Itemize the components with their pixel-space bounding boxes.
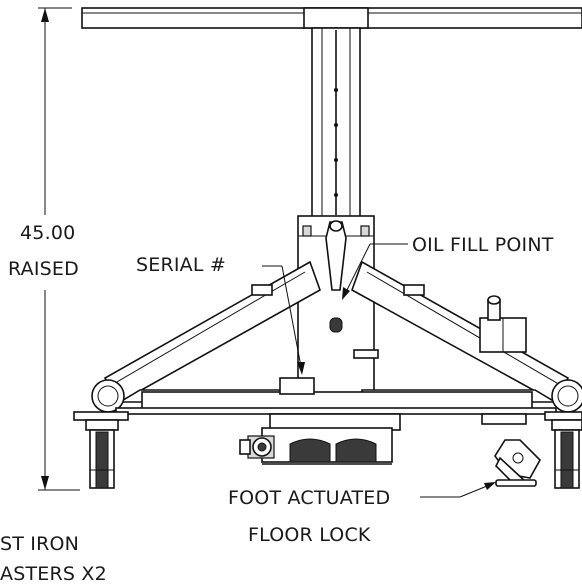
mast-column [311, 27, 361, 219]
lower-housing [297, 215, 379, 397]
rear-pump-box [251, 284, 527, 353]
left-caster [73, 411, 129, 489]
serial-number-label: SERIAL # [136, 254, 227, 276]
right-caster [544, 411, 582, 489]
oil-fill-point-label: OIL FILL POINT [412, 234, 554, 256]
height-value-label: 45.00 [20, 222, 76, 244]
leader-oil-fill [342, 243, 408, 300]
foot-lock-label-line2: FLOOR LOCK [248, 524, 371, 546]
foot-floor-lock [481, 413, 541, 487]
pump-assembly [239, 413, 401, 465]
casters-label-line1: ST IRON [0, 533, 80, 555]
right-leg [351, 260, 582, 413]
foot-lock-label-line1: FOOT ACTUATED [228, 487, 391, 509]
height-state-label: RAISED [8, 258, 79, 280]
casters-label-line2: ASTERS X2 [0, 563, 107, 585]
leader-serial [262, 265, 305, 375]
leader-foot-lock [420, 482, 496, 498]
height-dimension [38, 7, 80, 491]
table-top [81, 7, 582, 29]
